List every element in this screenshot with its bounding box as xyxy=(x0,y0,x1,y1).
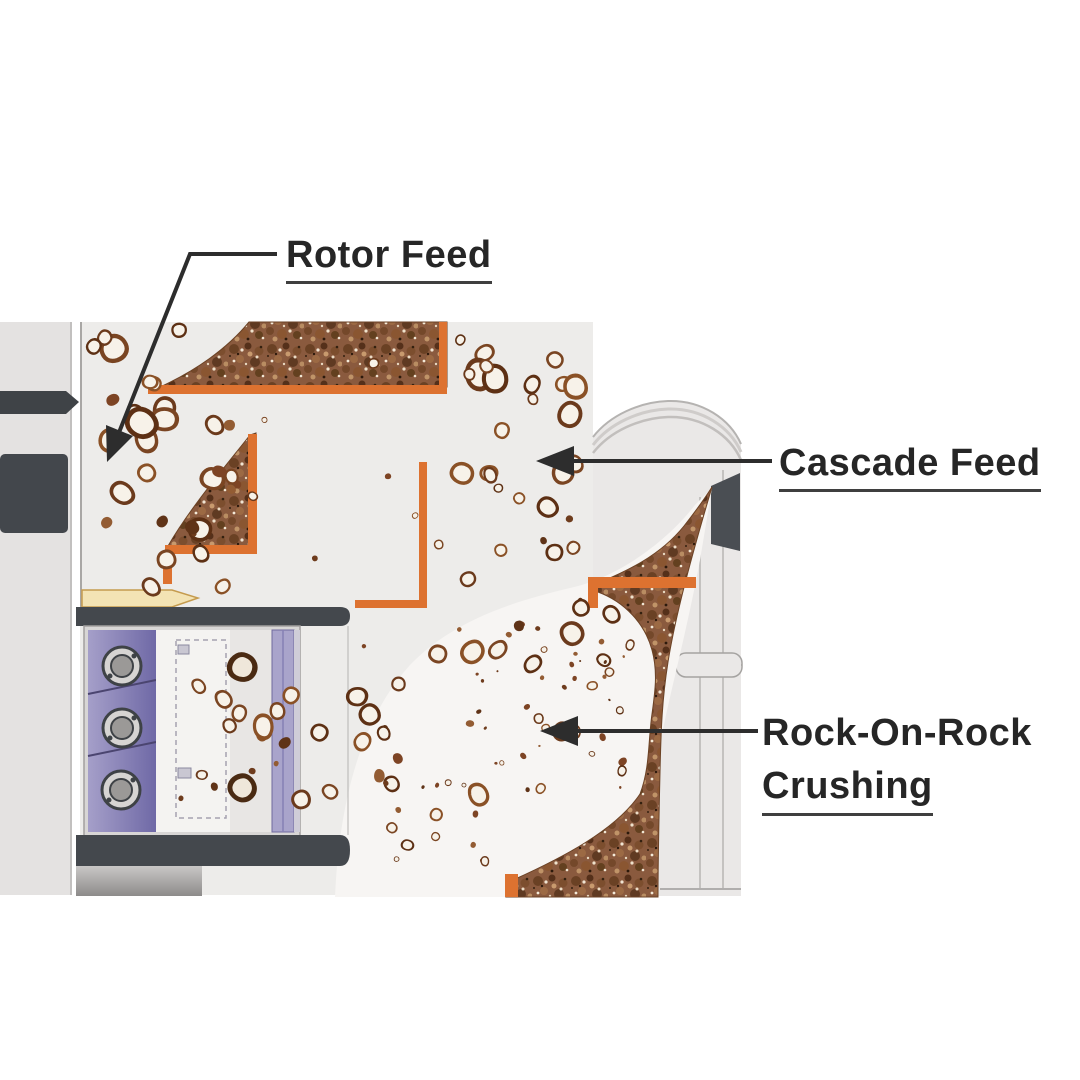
cascade-feed-label-text: Cascade Feed xyxy=(779,440,1041,493)
rock-bed xyxy=(505,486,713,898)
feed-hopper-aggregate xyxy=(148,321,448,394)
rotor-feed-label-text: Rotor Feed xyxy=(286,232,492,285)
cascade-feed-label: Cascade Feed xyxy=(779,440,1041,493)
rock-on-rock-label-line1: Rock-On-Rock xyxy=(762,712,1032,754)
left-support-column xyxy=(0,322,79,895)
feed-tube-wall xyxy=(355,462,427,608)
rock-on-rock-arrow xyxy=(540,716,758,746)
rotor-feed-label: Rotor Feed xyxy=(286,232,492,285)
cascade-feed-arrow xyxy=(536,446,772,476)
deflector-wedge xyxy=(711,473,740,551)
rotor-feed-arrow xyxy=(106,252,277,462)
rock-on-rock-label-line2: Crushing xyxy=(762,763,1032,816)
annotation-arrows xyxy=(106,252,772,746)
rock-on-rock-label: Rock-On-Rock Crushing xyxy=(762,710,1032,816)
